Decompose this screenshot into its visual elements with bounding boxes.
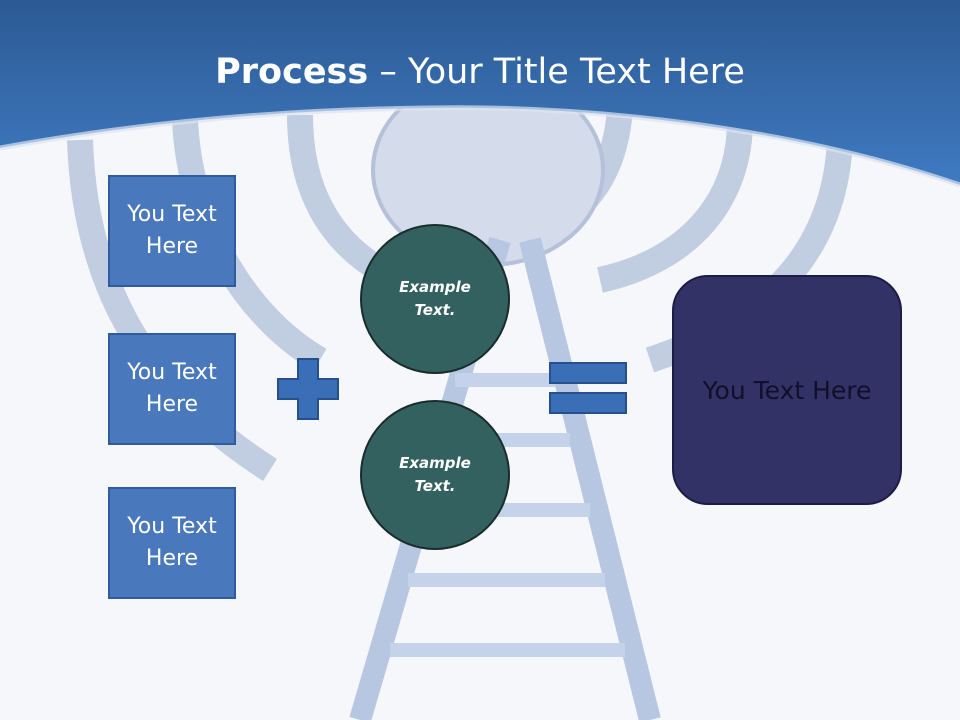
text-box-3[interactable]: You Text Here <box>108 487 236 599</box>
text-box-1[interactable]: You Text Here <box>108 175 236 287</box>
example-circle-1[interactable]: Example Text. <box>360 224 510 374</box>
plus-icon <box>277 358 339 420</box>
title-bold: Process <box>215 52 369 92</box>
text-box-2[interactable]: You Text Here <box>108 333 236 445</box>
result-box[interactable]: You Text Here <box>672 275 902 505</box>
slide-title: Process – Your Title Text Here <box>0 52 960 92</box>
equals-icon <box>549 362 627 414</box>
example-circle-2[interactable]: Example Text. <box>360 400 510 550</box>
title-rest: – Your Title Text Here <box>368 52 745 92</box>
